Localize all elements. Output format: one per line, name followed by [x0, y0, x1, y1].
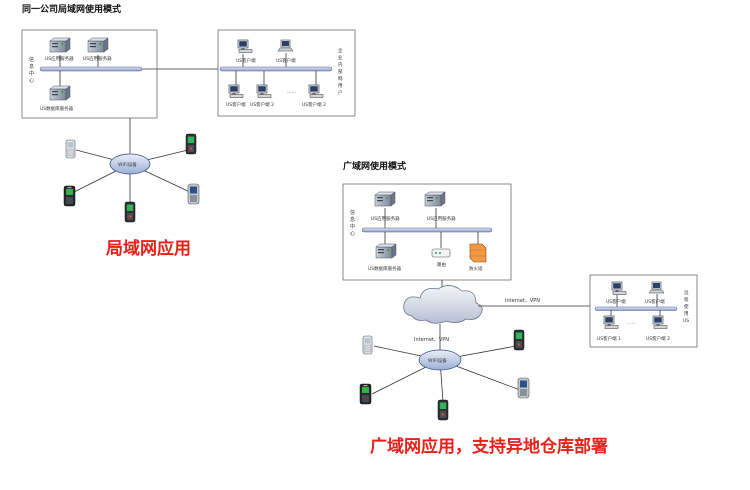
- lan-intranet-label: 企 业 内 部 网 用 户: [338, 47, 343, 96]
- lan-client-label-top-1: US客户端: [236, 57, 256, 64]
- wan-remote-label: 远 程 使 用 US: [683, 289, 689, 324]
- svg-text:部: 部: [338, 68, 343, 75]
- lan-handheld-icon-3: [63, 185, 76, 207]
- wan-wifi-label: WIFI设备: [428, 357, 447, 364]
- wan-internet-vpn-label-right: Internet、VPN: [505, 298, 540, 304]
- lan-wifi-device: [109, 153, 151, 175]
- svg-text:程: 程: [684, 296, 689, 303]
- lan-info-center-label: 信 息 中 心: [29, 56, 34, 84]
- wan-handheld-icon-3: [359, 383, 372, 405]
- lan-handheld-icon-5: [187, 183, 200, 205]
- wan-internet-vpn-label-left: Internet、VPN: [414, 337, 449, 343]
- lan-app-server-icon-2: [87, 37, 109, 53]
- wan-firewall-label: 防火墙: [469, 265, 483, 272]
- svg-text:内: 内: [338, 61, 343, 68]
- lan-intranet-bus: [219, 66, 333, 72]
- svg-text:中: 中: [29, 70, 34, 77]
- internet-cloud: [403, 285, 483, 324]
- svg-text:中: 中: [350, 223, 355, 230]
- wan-remote-box: [589, 274, 698, 348]
- lan-app-server-icon-1: [49, 37, 71, 53]
- svg-text:网: 网: [338, 76, 343, 82]
- lan-backbone-bus: [39, 66, 143, 72]
- lan-wifi-label: WIFI设备: [118, 161, 137, 168]
- svg-text:US: US: [683, 318, 689, 324]
- lan-app-server-label-2: US应用服务器: [83, 55, 112, 62]
- lan-title: 同一公司局域网使用模式: [22, 3, 121, 15]
- svg-text:使: 使: [684, 303, 689, 310]
- wan-wifi-device: [418, 349, 462, 371]
- lan-client-ellipsis: ……: [287, 90, 296, 95]
- lan-handheld-icon-2: [185, 133, 197, 155]
- wan-client-label-top-2: US客户端: [645, 298, 665, 305]
- svg-text:心: 心: [350, 230, 355, 237]
- wan-handheld-icon-5: [517, 377, 530, 399]
- lan-caption: 局域网应用: [106, 238, 191, 259]
- svg-text:心: 心: [29, 77, 34, 84]
- wan-firewall-icon: [469, 243, 487, 263]
- wan-client-label-bottom-2: US客户端 2: [646, 335, 670, 342]
- wan-client-label-top-1: US客户端: [606, 298, 626, 305]
- svg-text:远: 远: [684, 289, 689, 296]
- svg-text:信: 信: [29, 56, 34, 63]
- wan-db-server-label: US数据库服务器: [368, 265, 402, 272]
- wan-backbone-bus: [361, 227, 493, 233]
- lan-client-label-bottom-3: US客户端 2: [302, 101, 326, 108]
- svg-text:用: 用: [684, 311, 689, 317]
- lan-client-label-bottom-2: US客户端 2: [250, 101, 274, 108]
- svg-text:企: 企: [338, 47, 343, 54]
- lan-app-server-label-1: US应用服务器: [45, 55, 74, 62]
- wan-caption: 广域网应用，支持异地仓库部署: [370, 436, 608, 457]
- wan-app-server-icon-1: [374, 191, 396, 207]
- lan-client-label-bottom-1: US客户端: [226, 101, 246, 108]
- wan-info-center-label: 信 息 中 心: [350, 209, 355, 237]
- svg-text:户: 户: [338, 89, 343, 96]
- svg-text:息: 息: [29, 63, 34, 70]
- wan-client-ellipsis: ……: [627, 321, 636, 326]
- wan-app-server-label-1: US应用服务器: [371, 215, 400, 222]
- svg-text:信: 信: [350, 209, 355, 216]
- wan-router-label: 路由: [437, 261, 446, 268]
- wan-client-label-bottom-1: US客户端 1: [597, 335, 621, 342]
- svg-text:息: 息: [350, 216, 355, 223]
- lan-handheld-icon-1: [65, 139, 76, 159]
- svg-text:用: 用: [338, 83, 343, 89]
- wan-app-server-icon-2: [424, 191, 446, 207]
- lan-db-server-label: US数据库服务器: [40, 105, 74, 112]
- wan-remote-bus: [594, 306, 678, 311]
- lan-db-server-icon: [49, 85, 71, 101]
- svg-text:业: 业: [338, 54, 343, 61]
- lan-handheld-icon-4: [124, 201, 136, 223]
- wan-db-server-icon: [375, 243, 397, 259]
- wan-title: 广域网使用模式: [343, 160, 406, 172]
- wan-router-icon: [431, 248, 451, 258]
- wan-handheld-icon-2: [513, 329, 525, 351]
- wan-app-server-label-2: US应用服务器: [427, 215, 456, 222]
- wan-handheld-icon-4: [437, 399, 449, 421]
- wan-handheld-icon-1: [362, 335, 373, 355]
